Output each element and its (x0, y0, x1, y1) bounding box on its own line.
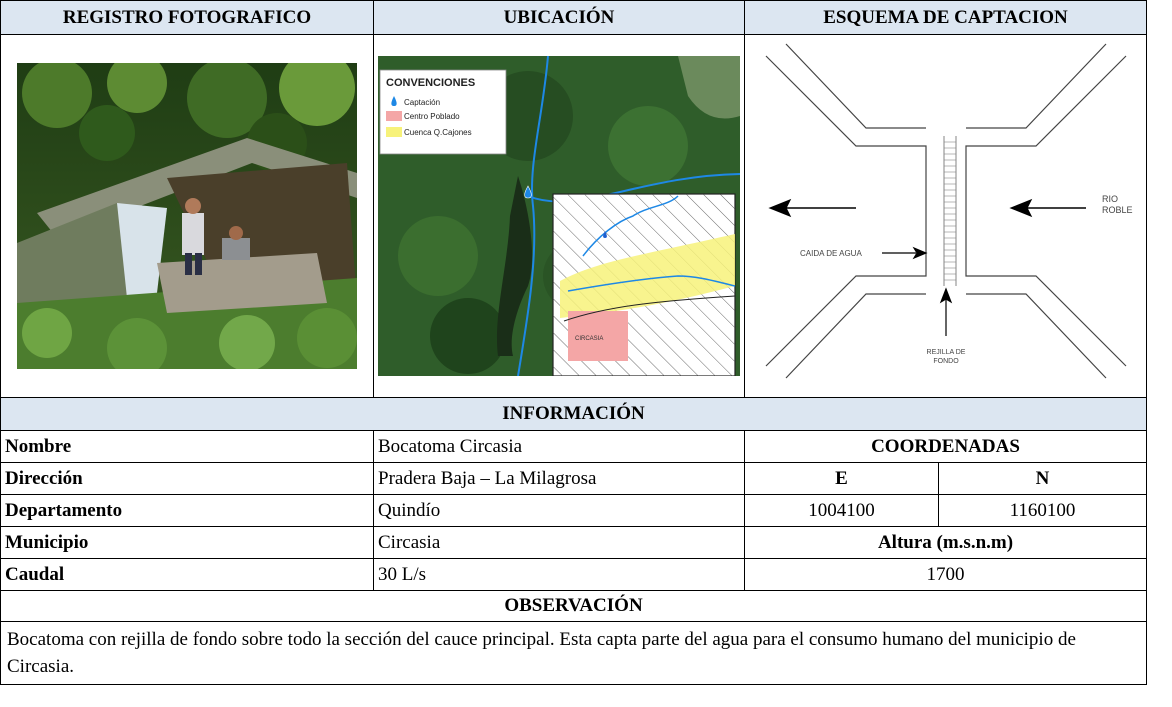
inset-town-label: CIRCASIA (575, 336, 603, 342)
info-value-flow: 30 L/s (373, 558, 745, 591)
outflow-arrow-icon (767, 198, 856, 218)
map-legend-item-3: Cuenca Q.Cajones (404, 128, 472, 137)
intake-photo (17, 63, 357, 369)
coord-n-label: N (938, 462, 1147, 495)
location-map: CONVENCIONES Captación Centro Poblado Cu… (378, 56, 740, 376)
observation-title: OBSERVACIÓN (0, 590, 1147, 622)
info-value-department: Quindío (373, 494, 745, 527)
info-value-name: Bocatoma Circasia (373, 430, 745, 463)
info-row-flow: Caudal 30 L/s 1700 (0, 558, 1147, 591)
info-label-flow: Caudal (0, 558, 374, 591)
water-drop-icon (391, 96, 397, 106)
location-header: UBICACIÓN (373, 0, 745, 35)
coords-title: COORDENADAS (744, 430, 1147, 463)
grate-label-line2: FONDO (933, 358, 959, 365)
scheme-header: ESQUEMA DE CAPTACION (744, 0, 1147, 35)
header-row: REGISTRO FOTOGRAFICO UBICACIÓN ESQUEMA D… (0, 0, 1147, 35)
info-label-address: Dirección (0, 462, 374, 495)
photo-cell (0, 34, 374, 398)
map-legend-item-1: Captación (404, 98, 440, 107)
map-cell: CONVENCIONES Captación Centro Poblado Cu… (373, 34, 745, 398)
bottom-grate-lines (943, 136, 956, 286)
waterfall-arrow-icon (881, 246, 928, 260)
river-label-line1: RIO (1102, 194, 1118, 204)
map-legend-item-2: Centro Poblado (404, 112, 460, 121)
observation-section-row: OBSERVACIÓN (0, 590, 1147, 622)
coord-n-value: 1160100 (938, 494, 1147, 527)
intake-scheme-diagram: RIO ROBLE CAIDA DE AGUA REJILLA DE FONDO (765, 43, 1133, 379)
observation-row: Bocatoma con rejilla de fondo sobre todo… (0, 621, 1147, 685)
scheme-cell: RIO ROBLE CAIDA DE AGUA REJILLA DE FONDO (744, 34, 1147, 398)
altitude-value: 1700 (744, 558, 1147, 591)
info-section-row: INFORMACIÓN (0, 397, 1147, 431)
record-table: REGISTRO FOTOGRAFICO UBICACIÓN ESQUEMA D… (0, 0, 1147, 685)
info-section-title: INFORMACIÓN (0, 397, 1147, 431)
photo-header: REGISTRO FOTOGRAFICO (0, 0, 374, 35)
observation-text: Bocatoma con rejilla de fondo sobre todo… (0, 621, 1147, 685)
info-row-department: Departamento Quindío 1004100 1160100 (0, 494, 1147, 527)
info-row-address: Dirección Pradera Baja – La Milagrosa E … (0, 462, 1147, 495)
inflow-arrow-icon (1008, 198, 1086, 218)
grate-label-line1: REJILLA DE (926, 349, 965, 356)
river-label-line2: ROBLE (1102, 205, 1133, 215)
info-row-municipality: Municipio Circasia Altura (m.s.n.m) (0, 526, 1147, 559)
image-row: CONVENCIONES Captación Centro Poblado Cu… (0, 34, 1147, 398)
info-value-address: Pradera Baja – La Milagrosa (373, 462, 745, 495)
info-label-municipality: Municipio (0, 526, 374, 559)
waterfall-label: CAIDA DE AGUA (800, 249, 862, 258)
info-value-municipality: Circasia (373, 526, 745, 559)
coord-e-value: 1004100 (744, 494, 939, 527)
grate-arrow-icon (939, 287, 952, 336)
info-row-name: Nombre Bocatoma Circasia COORDENADAS (0, 430, 1147, 463)
coord-e-label: E (744, 462, 939, 495)
info-label-name: Nombre (0, 430, 374, 463)
map-legend-title: CONVENCIONES (386, 77, 475, 89)
altitude-title: Altura (m.s.n.m) (744, 526, 1147, 559)
info-label-department: Departamento (0, 494, 374, 527)
intake-marker-icon (524, 185, 532, 199)
